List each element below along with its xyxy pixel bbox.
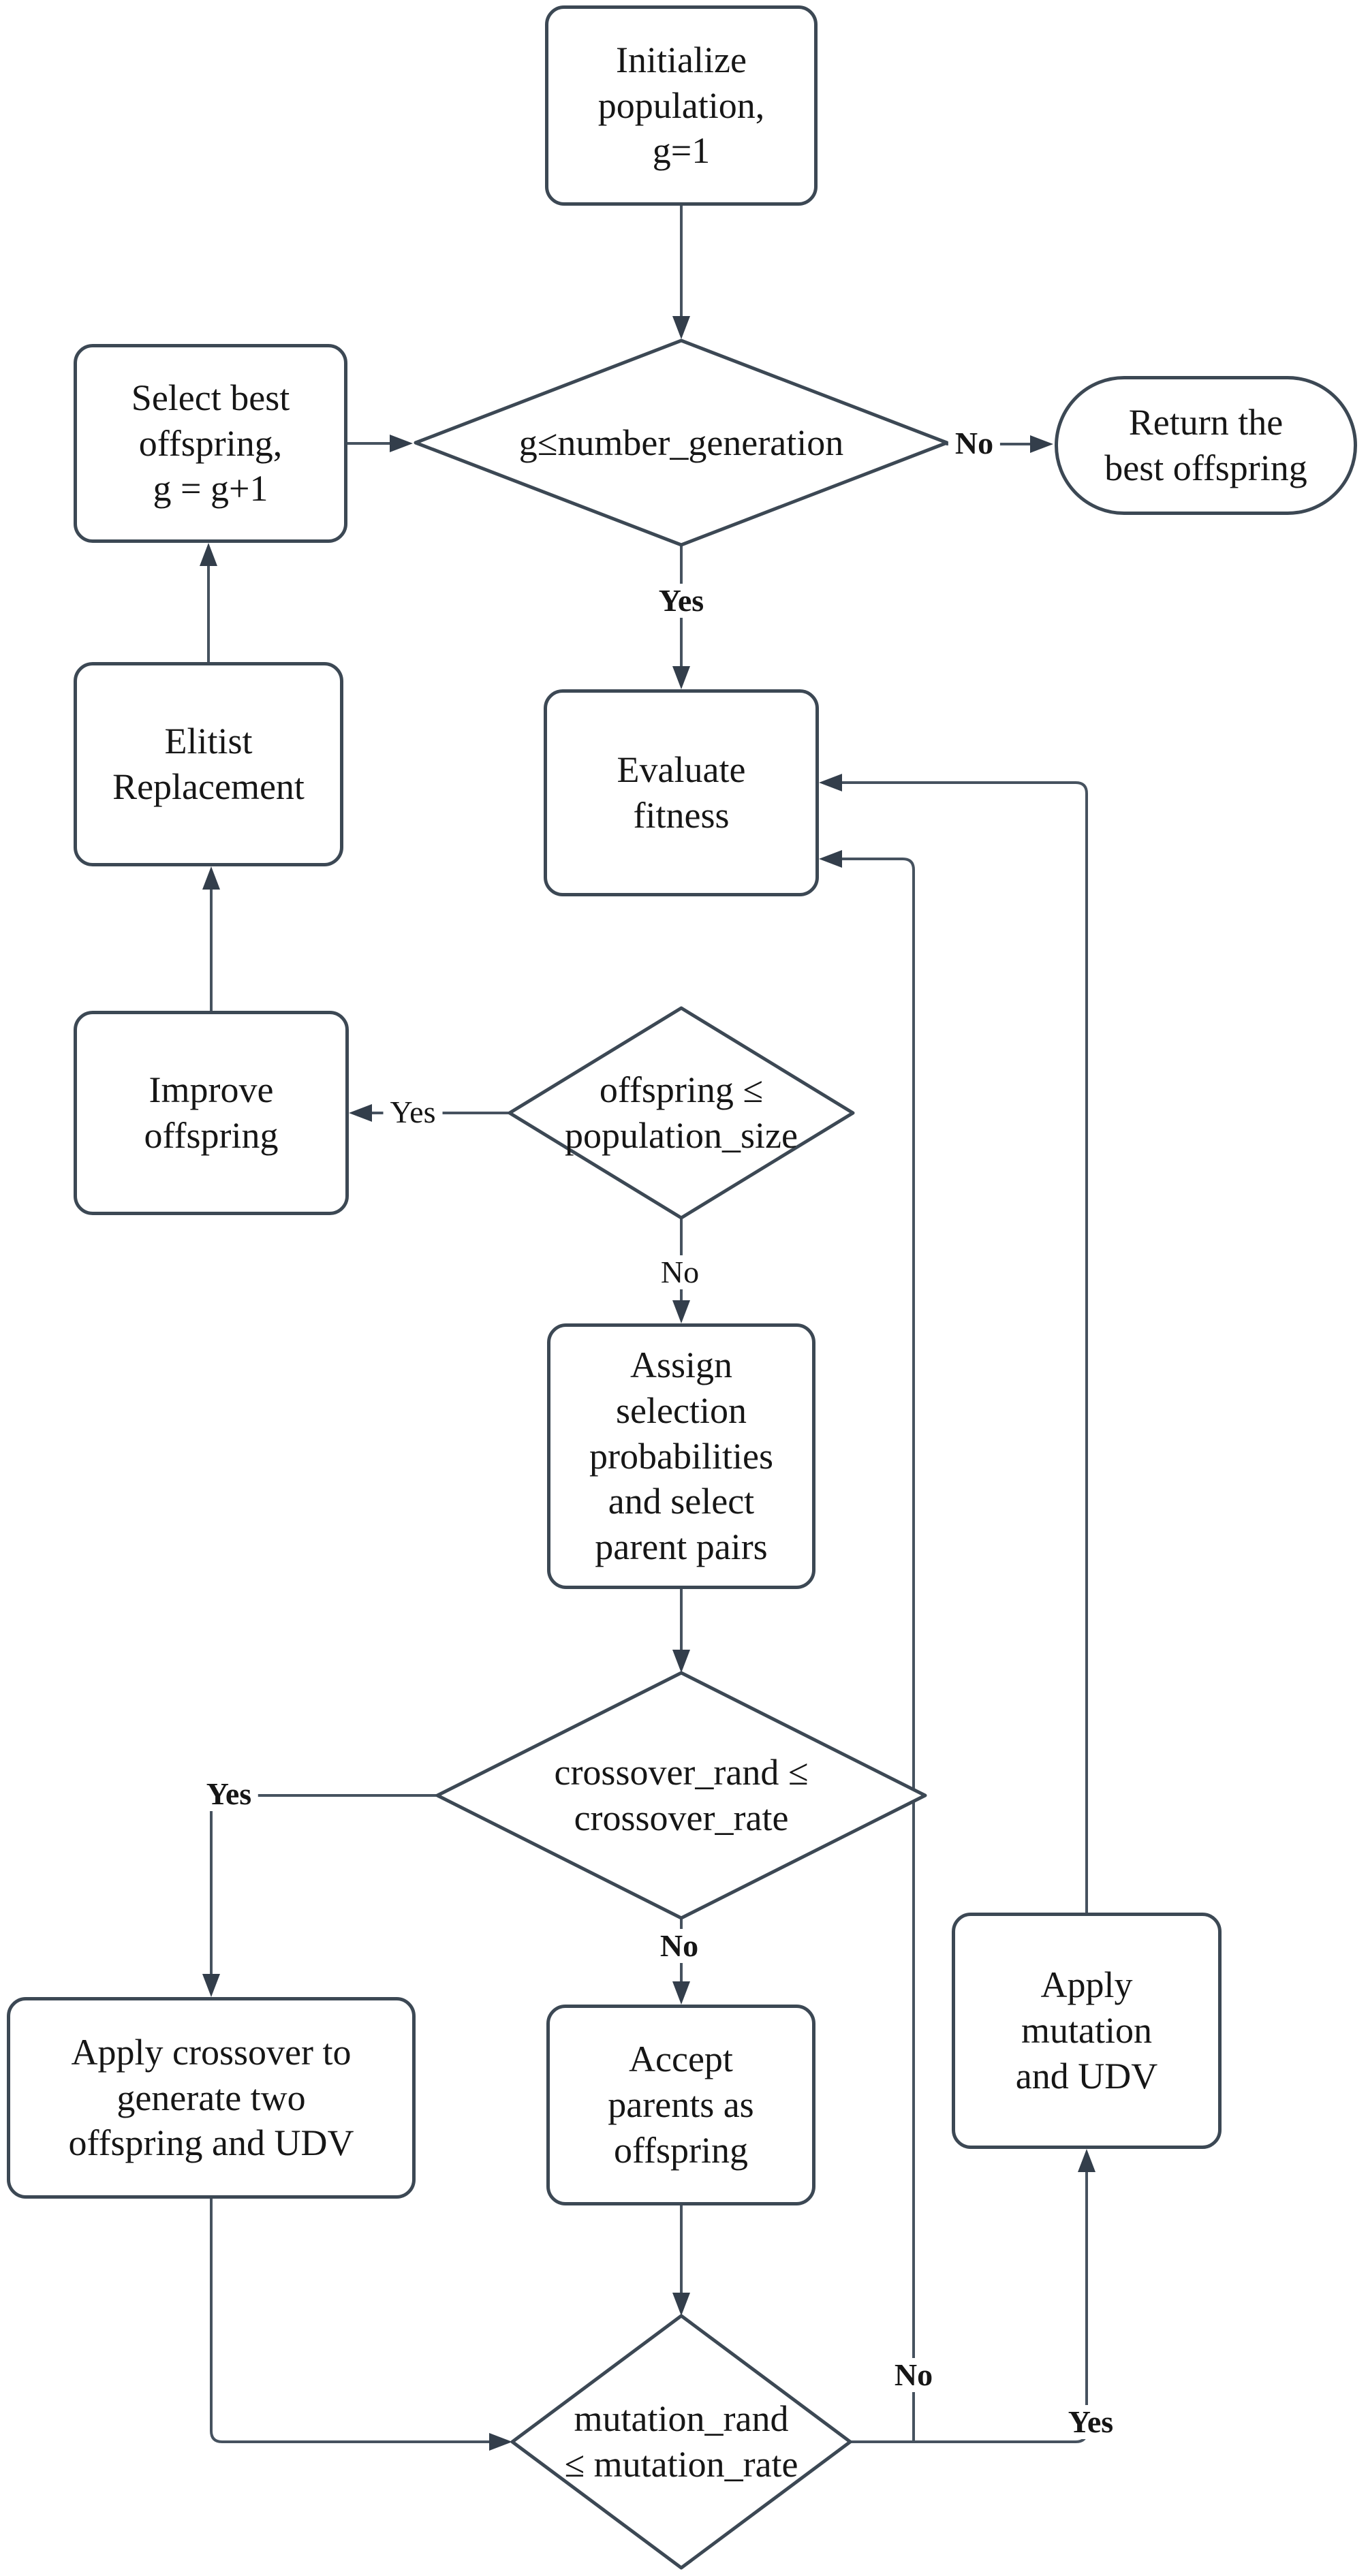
arrowhead-into-generation-check-top <box>672 316 690 339</box>
decision-mutation-rate-shape <box>510 2314 852 2570</box>
node-select-best-offspring: Select best offspring, g = g+1 <box>74 344 347 543</box>
node-apply-mutation: Apply mutation and UDV <box>952 1913 1222 2149</box>
edge-label-crossover-no: No <box>653 1929 706 1963</box>
node-evaluate-fitness: Evaluate fitness <box>544 689 819 896</box>
node-assign-selection-probabilities: Assign selection probabilities and selec… <box>547 1323 815 1589</box>
arrowhead-into-improve <box>349 1104 372 1122</box>
arrowhead-into-assign <box>672 1300 690 1323</box>
edge-label-offspring-yes: Yes <box>383 1095 443 1129</box>
decision-offspring-population-shape <box>508 1006 855 1220</box>
decision-generation-limit-shape <box>414 339 949 547</box>
arrowhead-into-generation-check-left <box>390 435 413 452</box>
arrowhead-into-apply-crossover <box>202 1974 220 1997</box>
edge-label-generation-yes: Yes <box>651 584 711 618</box>
arrowhead-into-evaluate-top <box>672 666 690 689</box>
edge-label-crossover-yes: Yes <box>199 1777 259 1811</box>
connector-apply-crossover-to-mutation-check <box>210 2197 491 2443</box>
node-apply-crossover: Apply crossover to generate two offsprin… <box>7 1997 416 2199</box>
connector-crossover-check-to-apply-crossover <box>210 1794 439 1975</box>
arrowhead-into-crossover-check <box>672 1650 690 1673</box>
edge-label-mutation-yes: Yes <box>1061 2405 1121 2439</box>
node-accept-parents: Accept parents as offspring <box>546 2005 815 2205</box>
terminal-return-best-offspring: Return the best offspring <box>1055 376 1357 515</box>
node-improve-offspring: Improve offspring <box>74 1011 349 1215</box>
arrowhead-into-mutation-check-left <box>489 2433 512 2451</box>
edge-label-offspring-no: No <box>653 1255 706 1289</box>
arrowhead-into-elitist <box>202 866 220 890</box>
arrowhead-into-mutation-check-top <box>672 2293 690 2316</box>
arrowhead-into-accept-parents <box>672 1981 690 2005</box>
decision-crossover-rate-shape <box>435 1671 927 1920</box>
node-elitist-replacement: Elitist Replacement <box>74 662 343 866</box>
arrowhead-into-evaluate-right-lower <box>819 850 842 868</box>
edge-label-mutation-no: No <box>887 2358 940 2392</box>
edge-label-generation-no: No <box>948 426 1001 460</box>
connector-mutation-check-no-to-evaluate <box>841 858 915 2443</box>
arrowhead-into-apply-mutation <box>1078 2149 1095 2172</box>
arrowhead-into-return-best <box>1030 435 1053 453</box>
node-initialize-population: Initialize population, g=1 <box>545 5 818 206</box>
connector-apply-mutation-to-evaluate <box>841 781 1088 1914</box>
connector-mutation-check-to-apply-mutation <box>849 2171 1088 2443</box>
arrowhead-into-select-best <box>200 543 217 566</box>
arrowhead-into-evaluate-right-upper <box>819 774 842 791</box>
